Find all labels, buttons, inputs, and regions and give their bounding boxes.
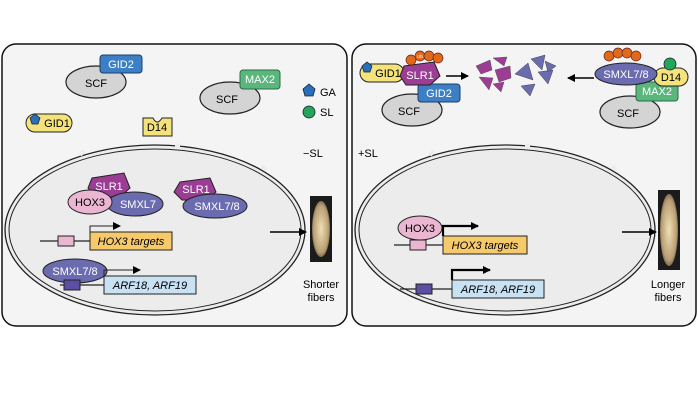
ga-pentagon-icon <box>29 113 41 125</box>
gid2-box <box>417 83 461 103</box>
gid2-label: GID2 <box>426 88 452 100</box>
gid1-label: GID1 <box>375 68 401 80</box>
hox3-targets-label: HOX3 targets <box>452 240 519 252</box>
ga-pentagon-icon <box>302 83 316 97</box>
legend-sl: SL <box>320 107 333 119</box>
d14-label: D14 <box>661 72 681 84</box>
condition-label: −SL <box>303 148 323 160</box>
weak-transcription-arrow <box>89 222 121 232</box>
fiber-label-line2: fibers <box>655 292 682 304</box>
promoter-box <box>57 235 75 247</box>
slr1-shape <box>399 61 441 86</box>
fiber-boll-long <box>660 194 678 266</box>
fiber-label-line1: Shorter <box>303 279 339 291</box>
slr1-free-label: SLR1 <box>182 184 210 196</box>
weak-transcription-arrow <box>103 266 141 276</box>
slr1-label: SLR1 <box>95 181 123 193</box>
max2-label: MAX2 <box>642 86 672 98</box>
scf-label: SCF <box>398 106 420 118</box>
condition-label: +SL <box>358 148 378 160</box>
scf-label-right: SCF <box>216 94 238 106</box>
d14-shape <box>142 117 173 137</box>
scf-ellipse <box>65 65 127 99</box>
nuclear-pore <box>428 149 436 157</box>
ubiquitin-chain <box>603 47 642 62</box>
ga-pentagon-icon <box>361 61 373 73</box>
ubiquitin-icon <box>423 50 435 62</box>
strong-transcription-arrow <box>441 222 479 236</box>
nuclear-pore <box>260 164 268 172</box>
gid1-label: GID1 <box>44 118 70 130</box>
sl-circle-icon <box>663 57 677 71</box>
hox3-label: HOX3 <box>405 223 435 235</box>
hox3-label: HOX3 <box>75 197 105 209</box>
arf-gene-box <box>103 275 197 295</box>
gid2-box <box>99 54 143 74</box>
ubiquitin-chain: Ub <box>405 50 444 66</box>
ubiquitin-icon <box>621 47 633 59</box>
degraded-slr1-fragments <box>475 56 512 93</box>
smxl78-label: SMXL7/8 <box>603 69 648 81</box>
ub-label: Ub <box>417 54 423 59</box>
strong-transcription-arrow <box>450 266 491 280</box>
scf-label: SCF <box>85 78 107 90</box>
legend-ga: GA <box>320 87 337 99</box>
fiber-boll-short <box>312 201 330 257</box>
arf-gene-box <box>451 279 545 299</box>
left-panel: SCF GID2 SCF MAX2 GA SL GID1 D14 −SL SLR… <box>1 43 348 327</box>
ubiquitin-icon <box>603 50 615 62</box>
ubiquitin-icon <box>432 52 444 64</box>
hox3-targets-label: HOX3 targets <box>98 236 165 248</box>
fiber-label-line2: fibers <box>308 292 335 304</box>
scf-ellipse-right <box>599 95 661 129</box>
arf-gene-label: ARF18, ARF19 <box>112 280 187 292</box>
smxl78-ellipse <box>594 62 658 86</box>
hox3-targets-box <box>442 235 528 255</box>
hox3-ellipse <box>67 189 113 215</box>
scf-label-right: SCF <box>617 108 639 120</box>
smxl78-free-label: SMXL7/8 <box>194 201 239 213</box>
max2-label: MAX2 <box>245 74 275 86</box>
arf-gene-label: ARF18, ARF19 <box>460 284 535 296</box>
hox3-targets-box <box>89 231 173 251</box>
scf-ellipse-right <box>199 81 261 115</box>
gid2-label: GID2 <box>108 59 134 71</box>
smxl7-label: SMXL7 <box>120 199 156 211</box>
promoter-box <box>409 239 427 251</box>
arf-promoter-box <box>63 279 81 291</box>
right-panel: SCF GID2 GID1 SLR1 Ub <box>351 43 697 327</box>
slr1-label: SLR1 <box>406 70 434 82</box>
d14-label: D14 <box>147 122 167 134</box>
max2-box <box>239 69 281 90</box>
smxl78-ellipse <box>182 193 248 219</box>
nuclear-pore <box>78 149 86 157</box>
fiber-label-line1: Longer <box>651 279 686 291</box>
ubiquitin-icon <box>405 54 417 66</box>
ubiquitin-icon <box>612 47 624 59</box>
arf-promoter-box <box>415 283 433 295</box>
ubiquitin-icon <box>630 50 642 62</box>
sl-circle-icon <box>302 105 316 119</box>
nuclear-pore <box>610 164 618 172</box>
smxl78-repressor-label: SMXL7/8 <box>52 266 97 278</box>
degraded-smxl-fragments <box>514 54 557 97</box>
